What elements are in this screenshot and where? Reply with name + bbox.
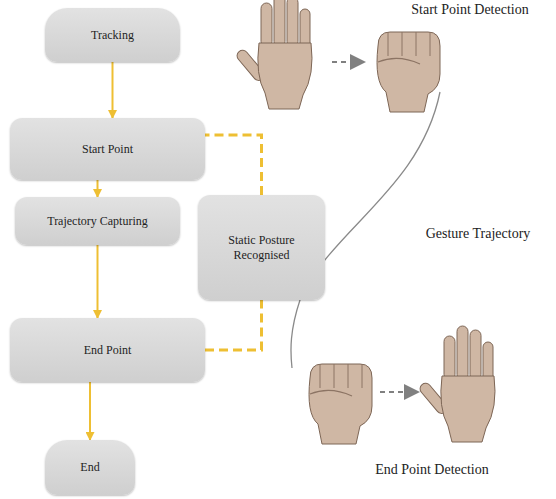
flow-arrow [97, 245, 99, 318]
node-label: Static Posture Recognised [206, 233, 317, 263]
fist [377, 32, 440, 112]
process-box: Start Point [10, 118, 205, 180]
node-label: Start Point [82, 142, 133, 157]
open-hand [235, 0, 312, 109]
transition-arrow [332, 61, 364, 63]
node-label: Tracking [91, 28, 134, 43]
illustration-caption: End Point Detection [373, 462, 491, 478]
illustration-caption: Start Point Detection [409, 2, 530, 18]
dashed-connector [205, 135, 262, 195]
dashed-connector [205, 300, 262, 350]
end-terminal: End [45, 440, 135, 495]
open-hand [418, 326, 495, 442]
fist [309, 364, 372, 444]
node-label: End Point [84, 343, 132, 358]
node-label: End [80, 460, 99, 475]
start-terminal: Tracking [45, 8, 180, 62]
flow-arrow [89, 382, 91, 440]
flow-arrow [112, 62, 114, 118]
node-label: Trajectory Capturing [47, 214, 148, 229]
process-box: End Point [10, 318, 205, 382]
flow-arrow [97, 180, 99, 197]
illustration-caption: Gesture Trajectory [424, 226, 533, 242]
process-box: Trajectory Capturing [15, 197, 180, 245]
condition-box: Static Posture Recognised [198, 195, 325, 300]
transition-arrow [380, 391, 418, 393]
